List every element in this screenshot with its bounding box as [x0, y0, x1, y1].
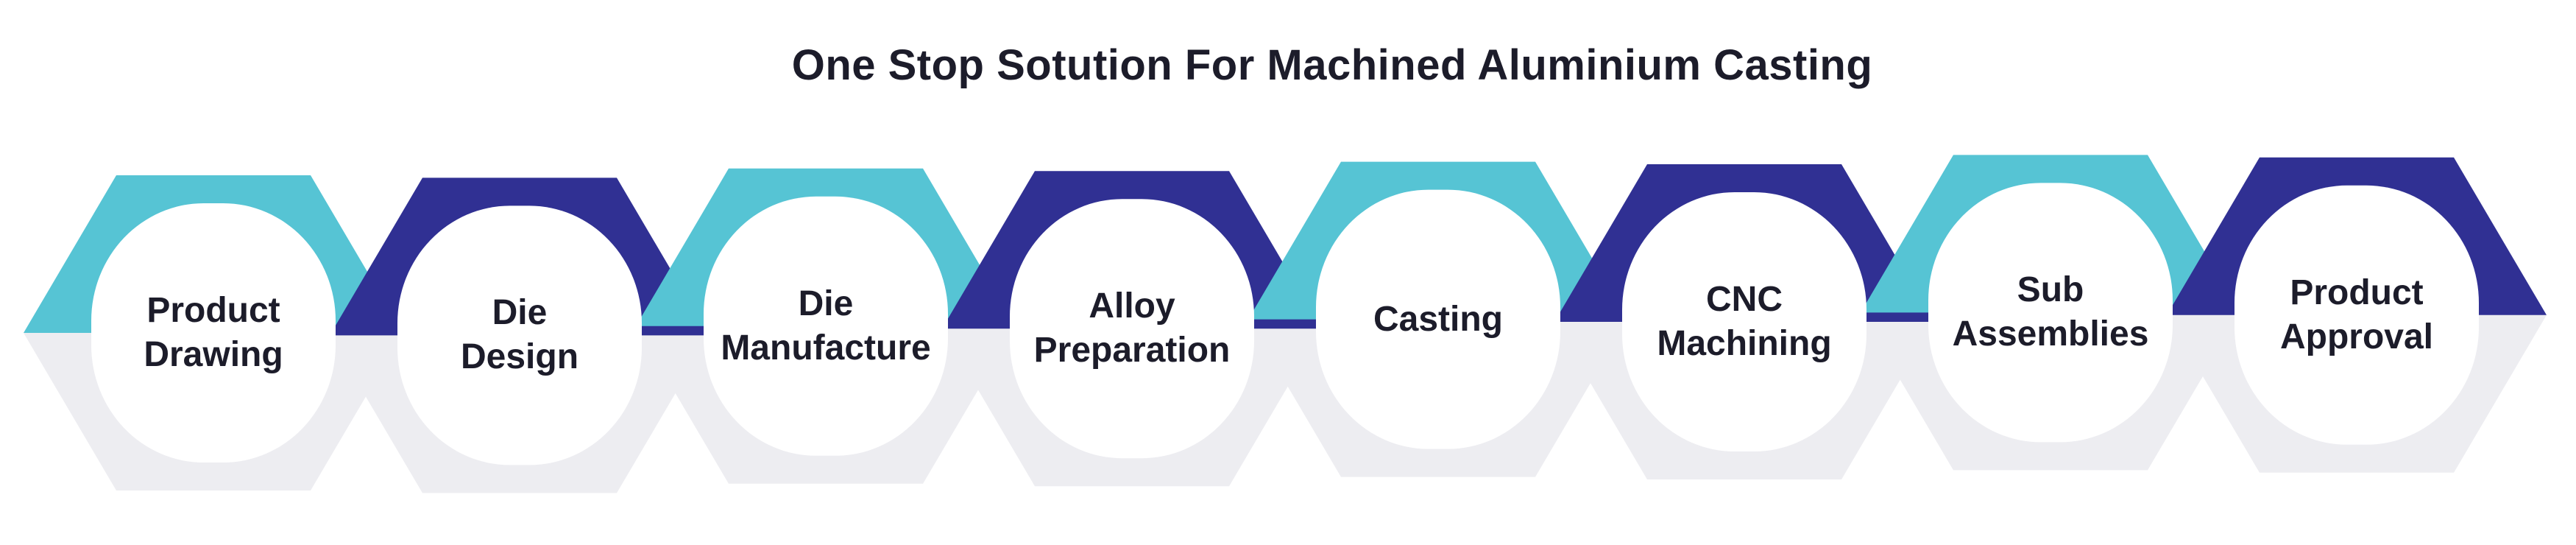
step-label-line2: Manufacture [721, 328, 931, 368]
step-label-line2: Assemblies [1952, 314, 2149, 354]
step-label: CNC Machining [1597, 278, 1892, 366]
step-label-line1: Casting [1373, 299, 1503, 339]
step-center-circle [397, 205, 642, 465]
step-center-circle [1316, 189, 1560, 449]
step-label-line1: Die [798, 284, 854, 323]
step-label-line2: Machining [1657, 324, 1832, 363]
step-center-circle [2234, 185, 2479, 445]
step-label-line1: Alloy [1089, 286, 1175, 326]
step-center-circle [704, 196, 948, 456]
step-label-line1: Product [2290, 272, 2424, 312]
step-label-line2: Drawing [144, 335, 283, 374]
step-label-line1: Sub [2017, 270, 2084, 310]
step-label-line1: CNC [1706, 280, 1783, 319]
step-label: Casting [1291, 298, 1585, 342]
step-center-circle [1622, 192, 1866, 451]
step-center-circle [1928, 183, 2173, 443]
step-label-line2: Design [460, 337, 579, 377]
step-label-line1: Die [492, 293, 548, 333]
step-center-circle [1010, 199, 1254, 459]
step-label-line2: Approval [2279, 317, 2434, 356]
diagram-title: One Stop Sotution For Machined Aluminium… [791, 41, 1873, 89]
step-label-line1: Product [146, 291, 280, 330]
step-label-line2: Preparation [1033, 331, 1231, 370]
step-center-circle [91, 203, 336, 463]
